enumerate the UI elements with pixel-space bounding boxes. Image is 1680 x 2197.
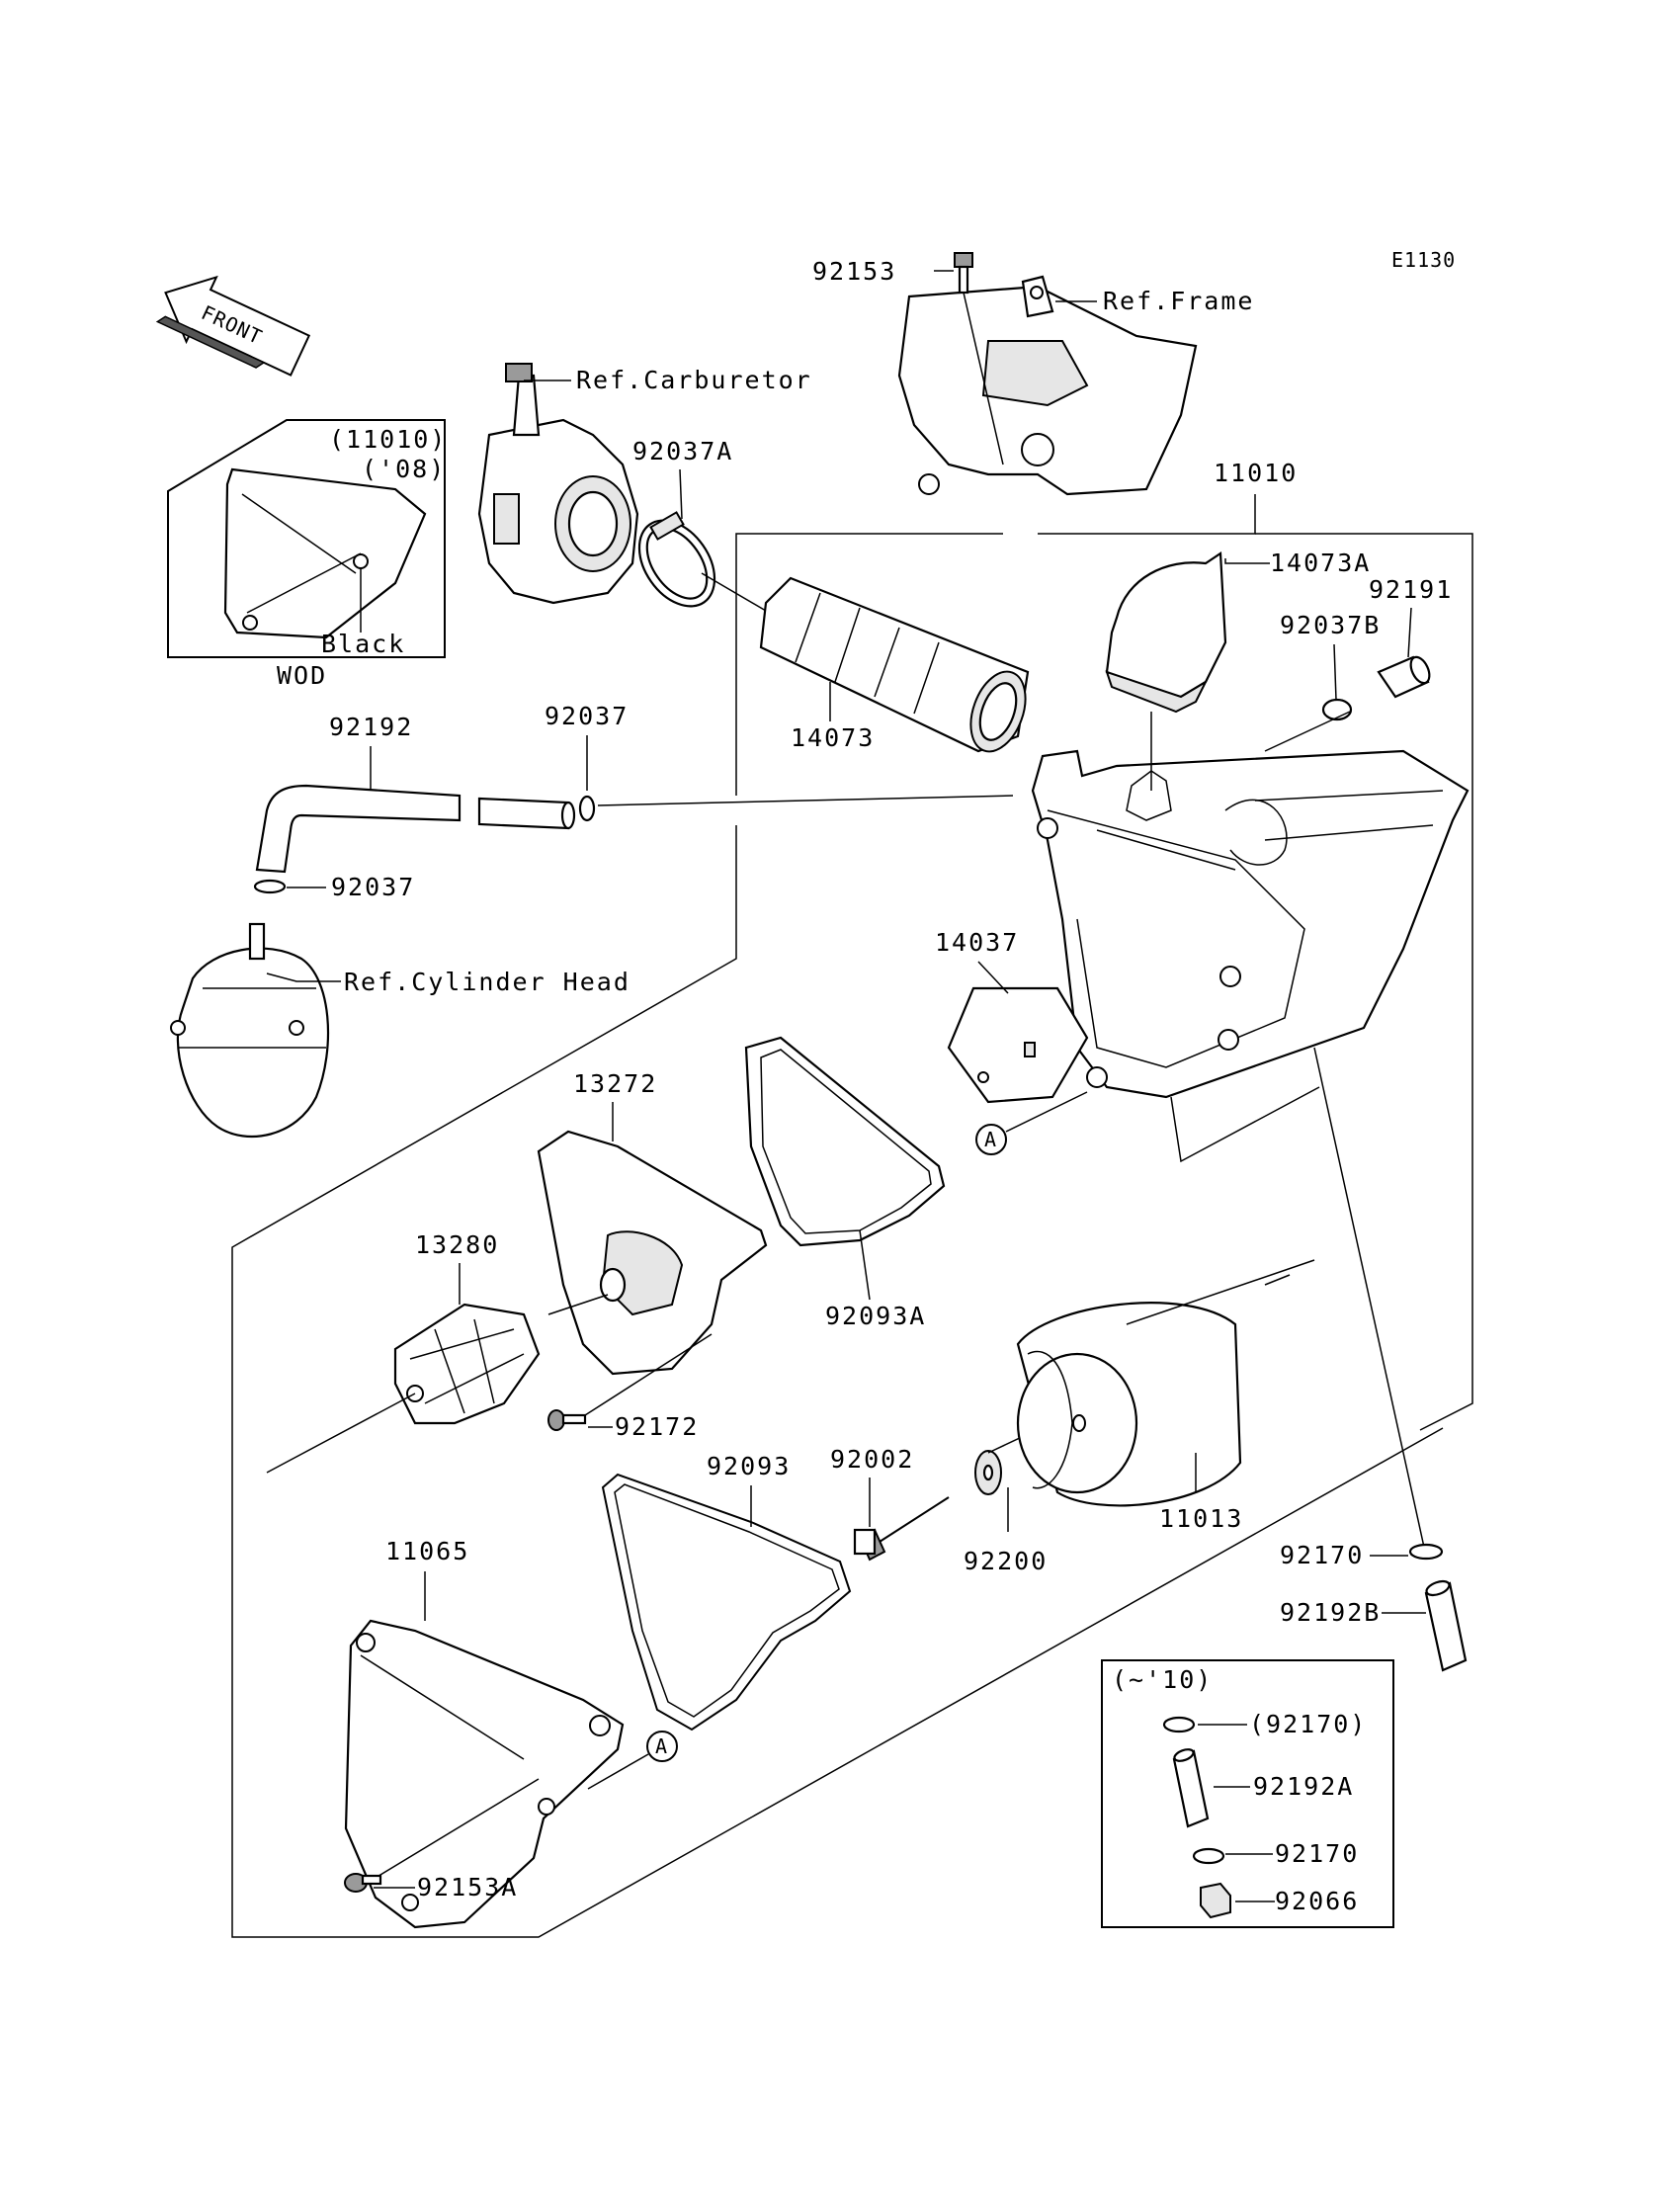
plate-14037 xyxy=(947,986,1089,1104)
carburetor xyxy=(477,363,639,605)
label-92200: 92200 xyxy=(964,1547,1048,1575)
gasket-92093A xyxy=(744,1036,946,1247)
label-13272: 13272 xyxy=(573,1069,657,1098)
label-14073: 14073 xyxy=(791,723,875,752)
front-arrow-icon: FRONT xyxy=(155,275,311,377)
label-92037A: 92037A xyxy=(632,437,733,465)
hose-92192 xyxy=(255,784,576,874)
clamp-92037A xyxy=(637,511,716,608)
plate-13272 xyxy=(537,1130,768,1376)
holder-13280 xyxy=(393,1303,541,1425)
label-92002: 92002 xyxy=(830,1445,914,1474)
clamp-92170 xyxy=(1408,1543,1444,1561)
label-11013: 11013 xyxy=(1159,1504,1243,1533)
callout-a-upper: A xyxy=(975,1124,1007,1155)
bolt-92153A xyxy=(344,1873,382,1893)
label-14073A: 14073A xyxy=(1270,549,1371,577)
inset-10: (~'10) (92170) 92192A 92170 92066 xyxy=(1101,1659,1394,1928)
bolt-92002 xyxy=(853,1496,950,1562)
label-ref-cylinder-head: Ref.Cylinder Head xyxy=(344,968,630,996)
label-92192: 92192 xyxy=(329,713,413,741)
inset-wod: (11010) ('08) Black xyxy=(167,419,447,658)
inset-10-item-3: 92170 xyxy=(1275,1839,1359,1868)
clip-92037-lower xyxy=(253,879,287,894)
label-92191: 92191 xyxy=(1369,575,1453,604)
inset-10-title: (~'10) xyxy=(1112,1665,1213,1694)
clip-92037-top xyxy=(578,795,596,822)
label-92172: 92172 xyxy=(615,1412,699,1441)
label-92037B: 92037B xyxy=(1280,611,1381,639)
label-11065: 11065 xyxy=(385,1537,469,1565)
label-92037-top: 92037 xyxy=(545,702,629,730)
svg-text:A: A xyxy=(655,1734,668,1758)
label-92170: 92170 xyxy=(1280,1541,1364,1569)
diagram-code: E1130 xyxy=(1391,248,1456,272)
label-92093: 92093 xyxy=(707,1452,791,1480)
filter-element-11013 xyxy=(1016,1259,1315,1507)
label-92192B: 92192B xyxy=(1280,1598,1381,1627)
label-ref-carburetor: Ref.Carburetor xyxy=(576,366,812,394)
inset-wod-tag: WOD xyxy=(277,661,327,690)
inset-wod-color: Black xyxy=(321,630,405,658)
label-14037: 14037 xyxy=(935,928,1019,957)
inset-10-item-1: (92170) xyxy=(1249,1710,1367,1738)
bolt-92153 xyxy=(954,252,973,295)
label-92153: 92153 xyxy=(812,257,896,286)
inset-10-item-2: 92192A xyxy=(1253,1772,1354,1801)
label-92093A: 92093A xyxy=(825,1302,926,1330)
washer-92200 xyxy=(974,1450,1002,1495)
label-ref-frame: Ref.Frame xyxy=(1103,287,1254,315)
label-92037-lower: 92037 xyxy=(331,873,415,901)
label-13280: 13280 xyxy=(415,1230,499,1259)
label-92153A: 92153A xyxy=(417,1873,518,1901)
duct-14073A xyxy=(1105,551,1227,714)
inset-wod-part: (11010) xyxy=(329,425,447,454)
intake-boot-14073 xyxy=(759,576,1030,753)
gasket-92093 xyxy=(601,1473,852,1732)
clip-92037B xyxy=(1321,698,1353,721)
label-11010: 11010 xyxy=(1214,459,1298,487)
inset-10-item-4: 92066 xyxy=(1275,1887,1359,1915)
hose-92192B xyxy=(1424,1579,1468,1672)
sleeve-92191 xyxy=(1377,655,1431,699)
svg-text:A: A xyxy=(984,1128,997,1151)
cover-11065 xyxy=(344,1619,625,1929)
screw-92172 xyxy=(547,1409,587,1431)
inset-wod-year: ('08) xyxy=(362,455,446,483)
airbox-11010 xyxy=(1031,749,1470,1099)
cylinder-head-cover xyxy=(170,922,330,1139)
callout-a-lower: A xyxy=(646,1731,678,1762)
frame-bracket xyxy=(897,275,1198,496)
